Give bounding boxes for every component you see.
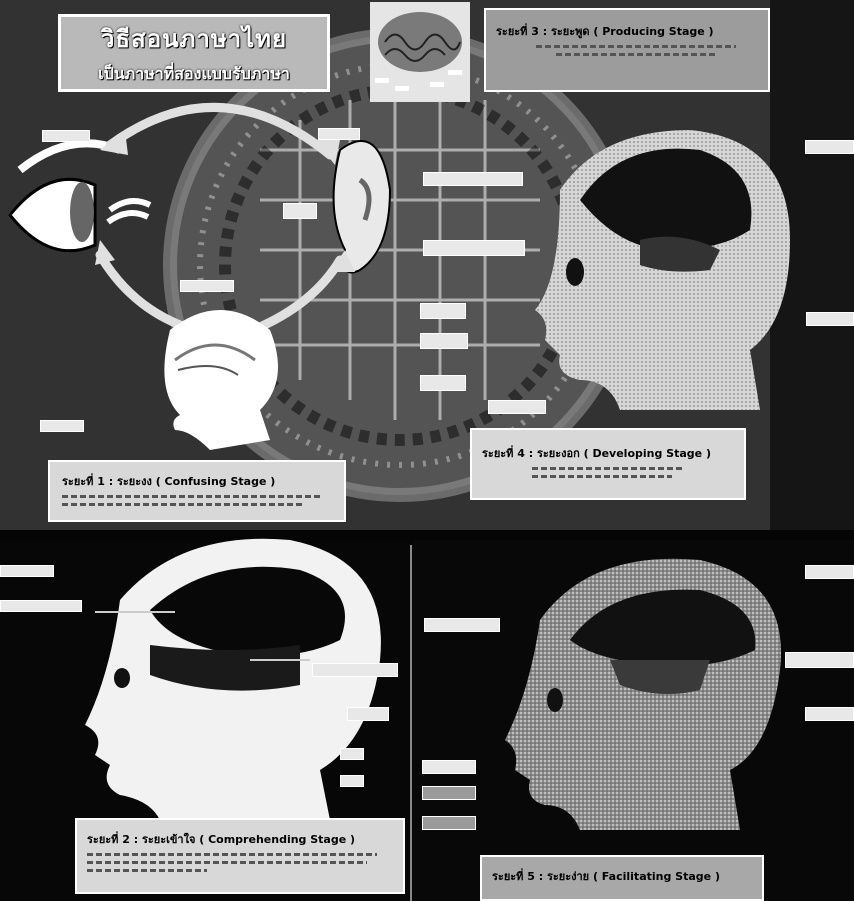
label-tag <box>340 748 364 760</box>
label-tag <box>424 618 500 632</box>
brain-diagram <box>370 2 470 102</box>
label-tag <box>347 707 389 721</box>
stage-3-box: ระยะที่ 3 : ระยะพูด ( Producing Stage ) <box>484 8 770 92</box>
stage-5-title: ระยะที่ 5 : ระยะง่าย ( Facilitating Stag… <box>492 867 752 885</box>
label-tag <box>40 420 84 432</box>
label-tag <box>805 707 854 721</box>
title-sub: เป็นภาษาที่สองแบบรับภาษา <box>98 62 290 87</box>
label-tag <box>422 786 476 800</box>
label-tag <box>805 140 854 154</box>
label-tag <box>423 172 523 186</box>
label-tag <box>0 600 82 612</box>
label-tag <box>420 303 466 319</box>
large-head-bottom-right <box>412 540 854 901</box>
label-tag <box>312 663 398 677</box>
label-tag <box>422 760 476 774</box>
title-banner: วิธีสอนภาษาไทย เป็นภาษาที่สองแบบรับภาษา <box>58 14 330 92</box>
stage-2-title: ระยะที่ 2 : ระยะเข้าใจ ( Comprehending S… <box>87 830 393 848</box>
label-tag <box>420 333 468 349</box>
label-tag <box>42 130 90 142</box>
stage-4-title: ระยะที่ 4 : ระยะงอก ( Developing Stage ) <box>482 444 734 462</box>
label-tag <box>420 375 466 391</box>
label-tag <box>180 280 234 292</box>
stage-1-title: ระยะที่ 1 : ระยะงง ( Confusing Stage ) <box>62 472 332 490</box>
label-tag <box>340 775 364 787</box>
label-tag <box>805 565 854 579</box>
stage-4-box: ระยะที่ 4 : ระยะงอก ( Developing Stage ) <box>470 428 746 500</box>
label-tag <box>0 565 54 577</box>
title-main: วิธีสอนภาษาไทย <box>101 19 287 58</box>
stage-1-box: ระยะที่ 1 : ระยะงง ( Confusing Stage ) <box>48 460 346 522</box>
label-tag <box>318 128 360 140</box>
label-tag <box>423 240 525 256</box>
label-tag <box>422 816 476 830</box>
label-tag <box>806 312 854 326</box>
stage-5-box: ระยะที่ 5 : ระยะง่าย ( Facilitating Stag… <box>480 855 764 901</box>
stage-2-box: ระยะที่ 2 : ระยะเข้าใจ ( Comprehending S… <box>75 818 405 894</box>
small-head-illustration <box>164 310 278 450</box>
stage-3-title: ระยะที่ 3 : ระยะพูด ( Producing Stage ) <box>496 22 758 40</box>
label-tag <box>283 203 317 219</box>
label-tag <box>488 400 546 414</box>
label-tag <box>785 652 854 668</box>
